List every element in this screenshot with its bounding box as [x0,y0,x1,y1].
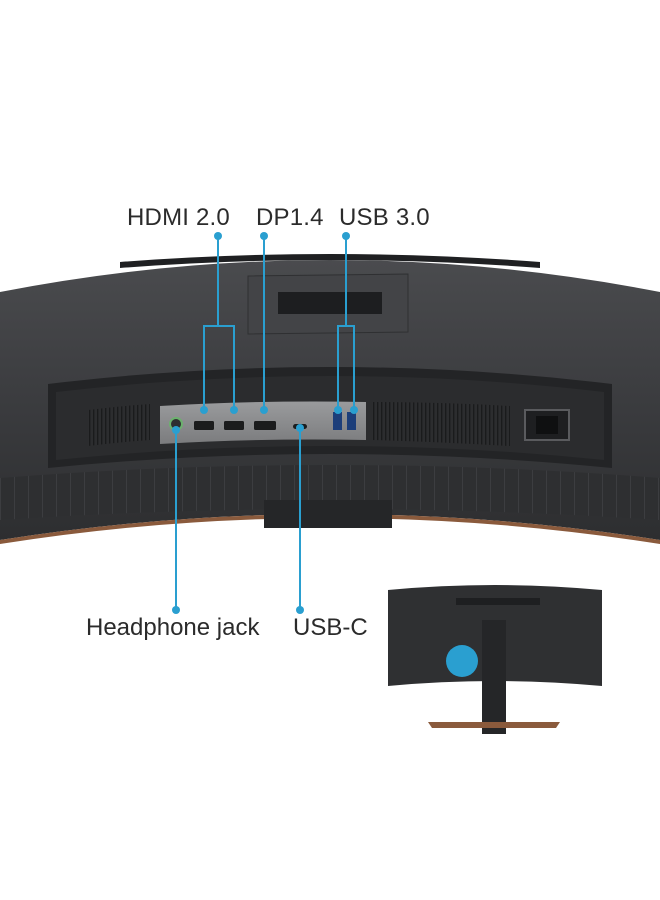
inset-stand-base [428,722,560,728]
usb-port-2 [347,412,356,430]
dp-port [254,421,276,430]
headphone-label: Headphone jack [86,614,260,641]
usb-dot-top [342,232,350,240]
usbc-label: USB-C [293,614,368,641]
dp-label: DP1.4 [256,204,324,231]
vesa-mount-slot [278,292,382,314]
inset-highlight-circle [446,645,478,677]
usbc-dot-bottom [296,606,304,614]
usb-label: USB 3.0 [339,204,430,231]
headphone-dot-port [172,426,180,434]
left-vent-grille [88,404,150,446]
stand-neck [264,500,392,528]
hdmi-label: HDMI 2.0 [127,204,230,231]
copper-edge [0,514,660,544]
inset-vent [456,598,540,605]
hdmi-dot-2 [230,406,238,414]
hdmi-port-2 [224,421,244,430]
hdmi-dot-top [214,232,222,240]
dp-dot-top [260,232,268,240]
usb-port-1 [333,412,342,430]
lower-ribbed-band [0,465,660,520]
right-vent-grille [372,402,510,446]
usb-dot-1 [334,406,342,414]
hdmi-dot-1 [200,406,208,414]
usb-dot-2 [350,406,358,414]
inset-stand-post [482,620,506,734]
callout-dots [172,232,358,614]
inset-monitor-thumbnail [388,585,602,734]
callout-lines [175,236,355,610]
top-vent-strip [120,254,540,268]
hdmi-port-1 [194,421,214,430]
dp-dot [260,406,268,414]
usbc-dot-port [296,424,304,432]
headphone-dot-bottom [172,606,180,614]
